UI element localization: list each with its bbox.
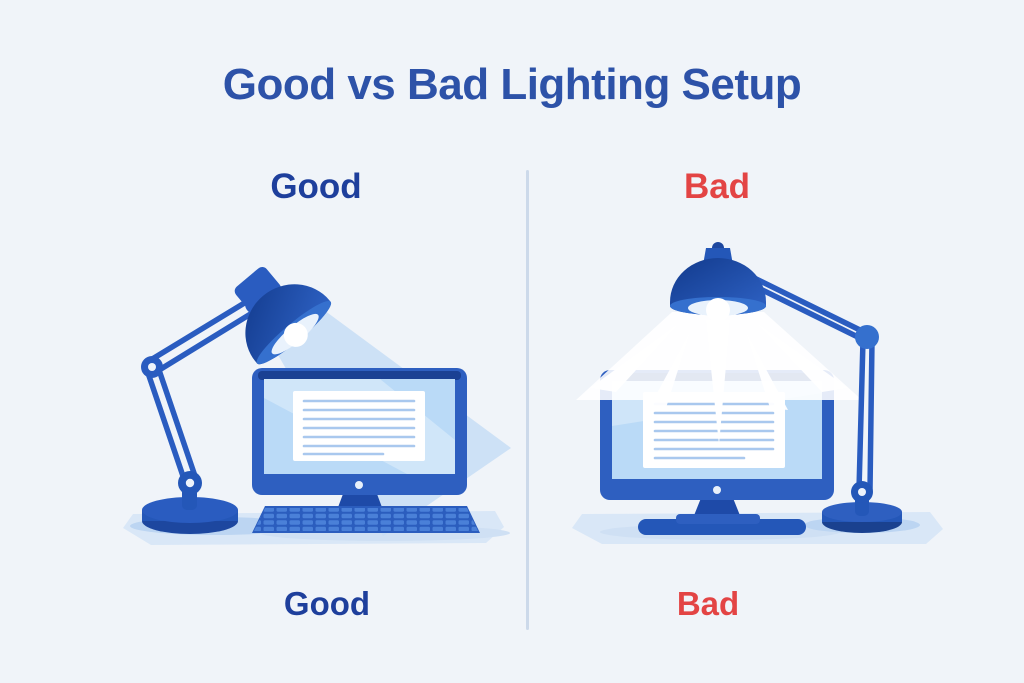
document-on-screen <box>643 392 785 468</box>
keyboard-icon <box>252 506 480 533</box>
lamp-bulb <box>283 322 308 347</box>
desk-lamp-icon <box>670 242 902 533</box>
page-title: Good vs Bad Lighting Setup <box>222 60 802 109</box>
document-on-screen <box>293 391 425 461</box>
column-divider <box>526 170 529 630</box>
desk-lamp-icon <box>141 267 332 534</box>
monitor-power-dot <box>713 486 721 494</box>
bad-column-header: Bad <box>683 167 751 206</box>
lamp-bulb <box>706 298 730 322</box>
good-column-header: Good <box>270 167 362 206</box>
bad-lighting-illustration <box>572 242 943 544</box>
good-caption: Good <box>283 585 371 622</box>
bad-caption: Bad <box>676 585 740 622</box>
good-lighting-illustration <box>123 267 511 545</box>
monitor-power-dot <box>355 481 363 489</box>
monitor-icon <box>252 368 467 518</box>
glare-burst <box>576 312 862 445</box>
